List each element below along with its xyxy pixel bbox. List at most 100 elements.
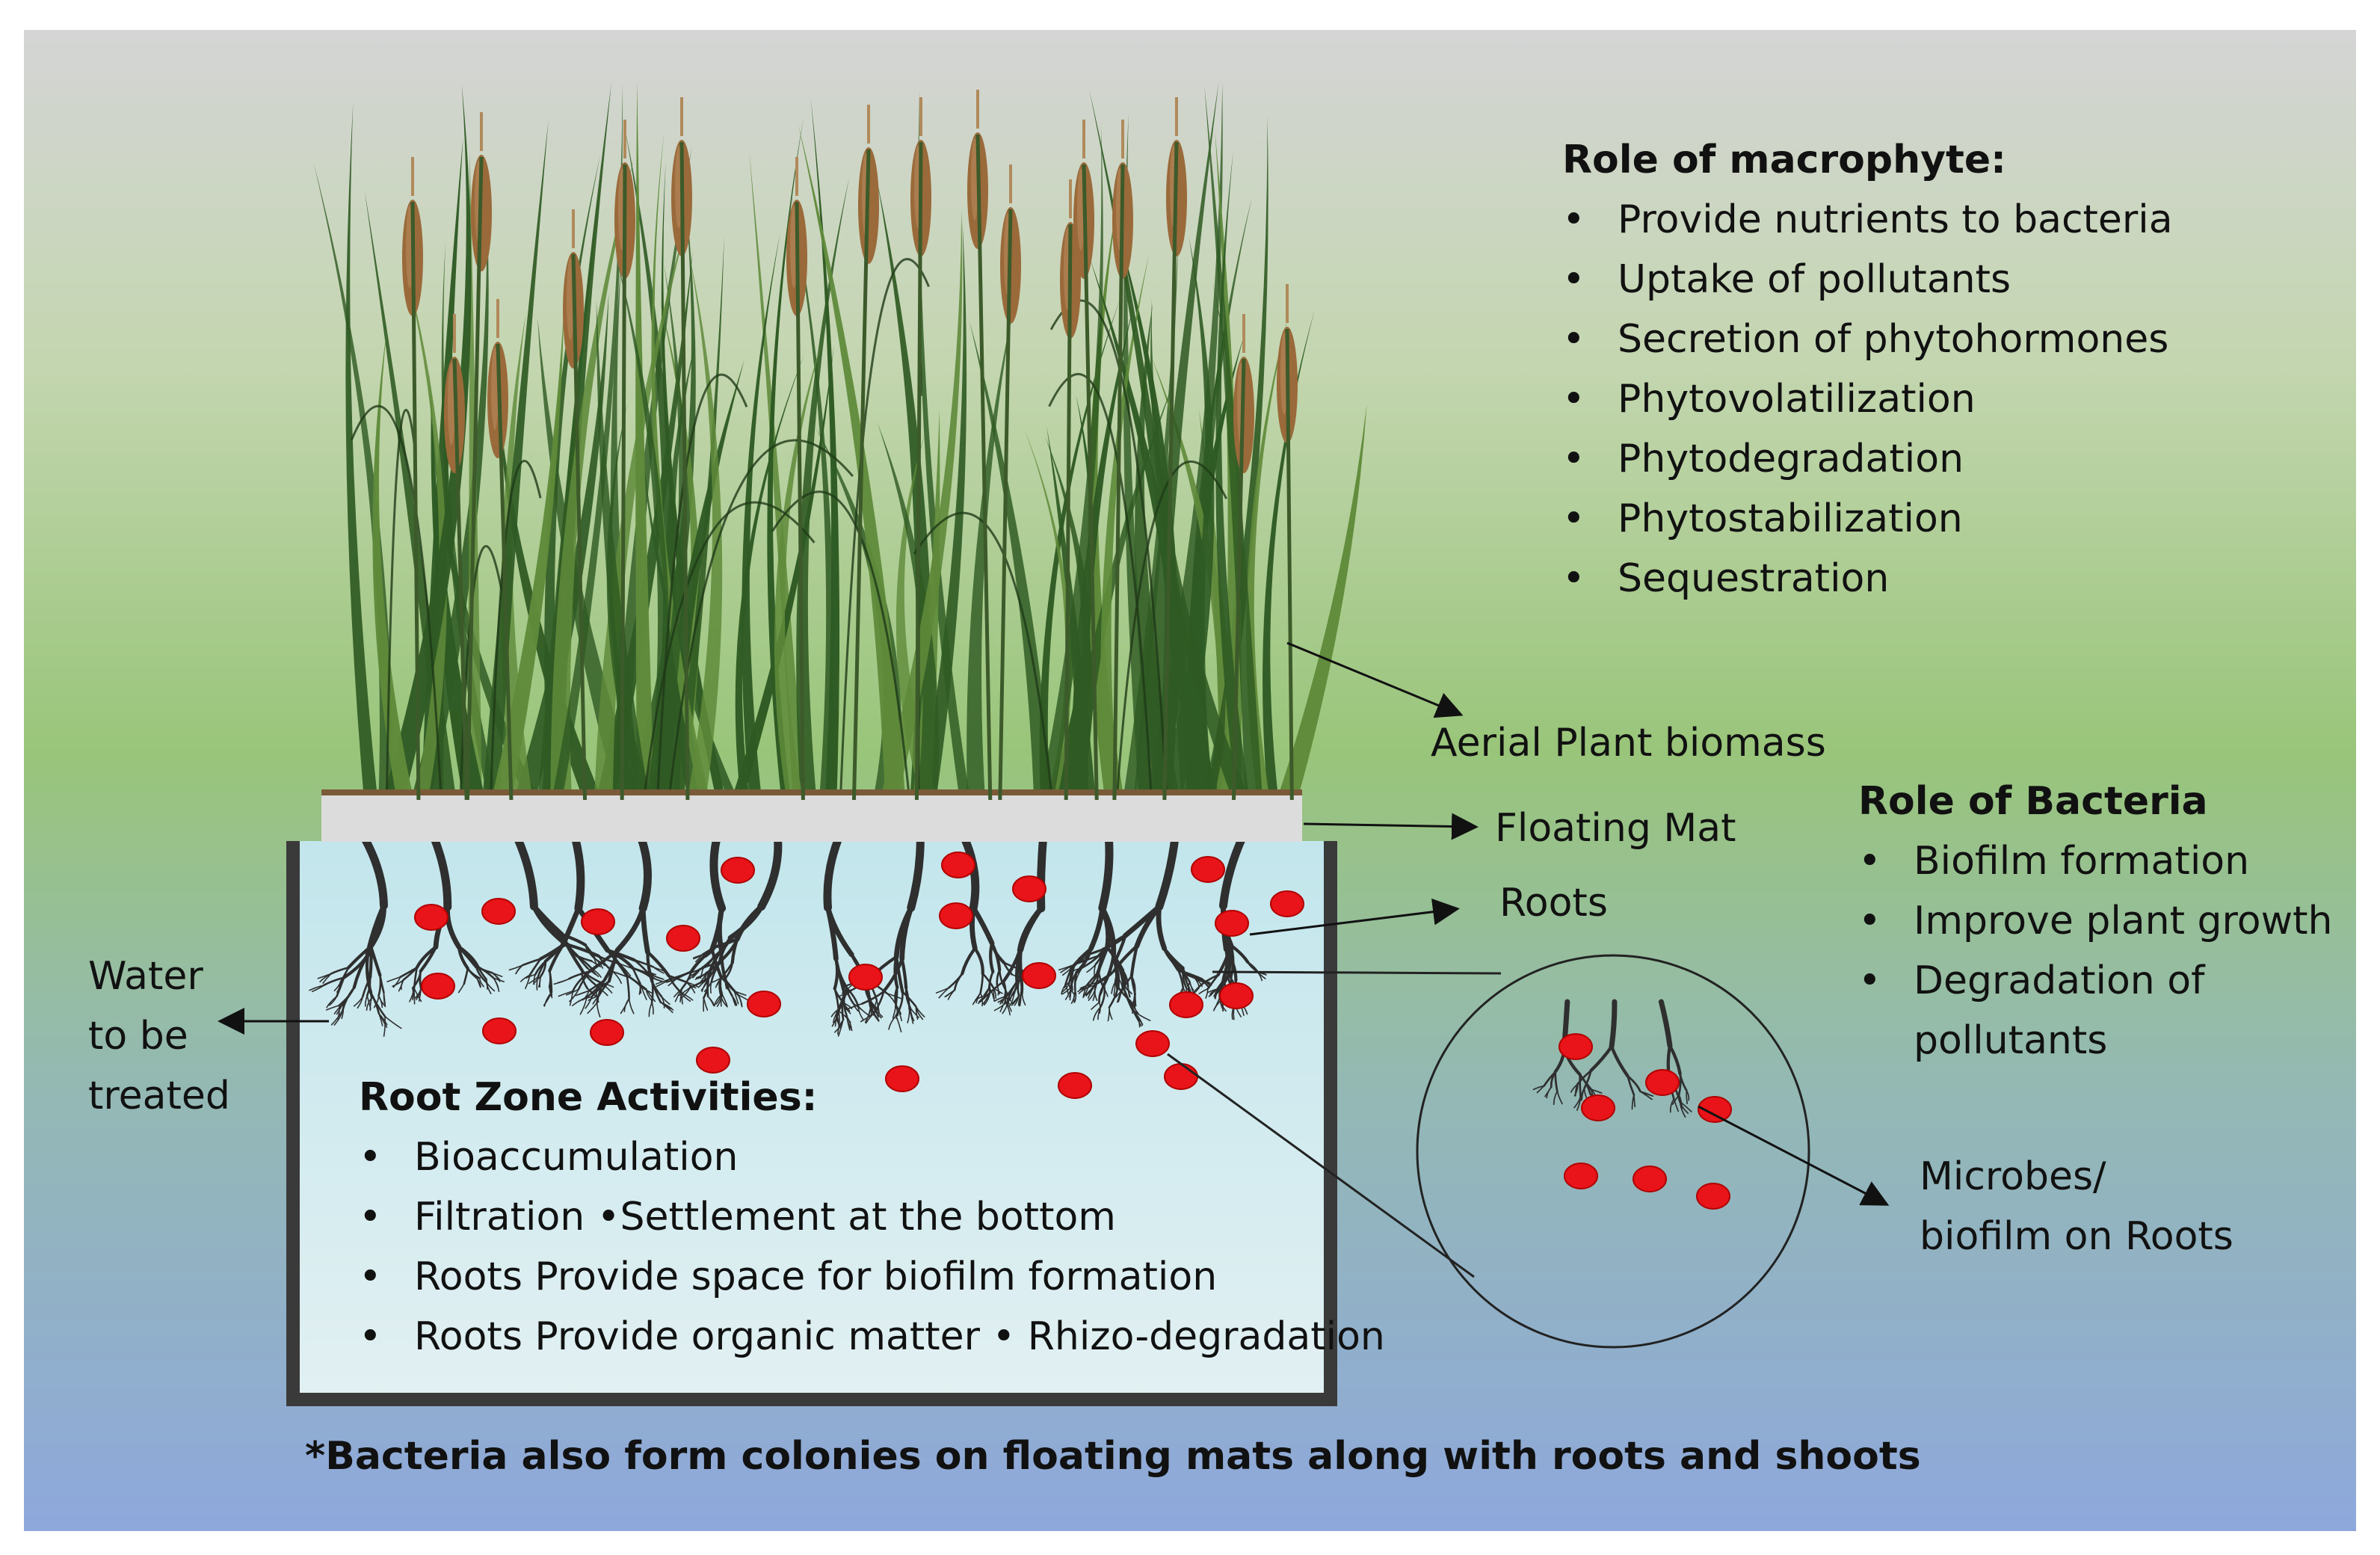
root-branch bbox=[538, 976, 541, 988]
arrow-floating-mat bbox=[1303, 813, 1479, 840]
root-branch bbox=[392, 976, 401, 988]
macrophyte-item: Sequestration bbox=[1562, 549, 2173, 609]
root-branch bbox=[400, 979, 404, 991]
root-branch bbox=[1098, 1002, 1101, 1014]
leaf-blade bbox=[687, 256, 723, 800]
root-branch bbox=[457, 983, 465, 994]
root-branch bbox=[558, 990, 574, 997]
root-branch bbox=[596, 1002, 601, 1018]
macrophyte-list: Provide nutrients to bacteria Uptake of … bbox=[1562, 190, 2173, 609]
root-branch bbox=[532, 976, 541, 985]
root-branch bbox=[1556, 1090, 1563, 1105]
root-branch bbox=[1198, 978, 1211, 984]
microbe-dot bbox=[1058, 1072, 1092, 1099]
root-branch bbox=[1576, 1096, 1582, 1111]
root-branch bbox=[598, 980, 611, 997]
cattail-stem bbox=[795, 201, 805, 801]
cattail-stem bbox=[452, 358, 469, 801]
root-branch bbox=[944, 989, 955, 998]
root-branch bbox=[1099, 986, 1104, 997]
root-branch bbox=[843, 1002, 851, 1014]
root-branch bbox=[973, 946, 984, 976]
drooping-leaf bbox=[642, 501, 816, 801]
root-branch bbox=[651, 981, 663, 998]
leaf-blade bbox=[798, 124, 906, 800]
root-branch bbox=[1123, 987, 1134, 1011]
floating-mat-label: Floating Mat bbox=[1495, 806, 1736, 851]
bacteria-section: Role of Bacteria Biofilm formation Impro… bbox=[1858, 772, 2332, 1071]
root-branch bbox=[841, 988, 854, 994]
root-branch bbox=[1061, 984, 1067, 995]
root-zone-item: Roots Provide space for biofilm formatio… bbox=[359, 1247, 1385, 1307]
root-branch bbox=[525, 973, 536, 979]
root-branch bbox=[336, 976, 345, 998]
arrow-microbes bbox=[1698, 1105, 1890, 1206]
macrophyte-item: Secretion of phytohormones bbox=[1562, 310, 2173, 369]
leaf-blade bbox=[1070, 304, 1134, 800]
root-branch bbox=[996, 968, 1001, 986]
root-branch bbox=[1092, 1006, 1102, 1021]
root-branch bbox=[981, 972, 995, 989]
root-branch bbox=[416, 988, 422, 1000]
root-branch bbox=[476, 965, 487, 981]
root-zone-section: Root Zone Activities: Bioaccumulation Fi… bbox=[359, 1068, 1385, 1367]
leaf-blade bbox=[1123, 112, 1154, 800]
cattail-stem bbox=[998, 209, 1013, 801]
cattail-stem bbox=[914, 141, 923, 801]
root-branch bbox=[1060, 963, 1076, 973]
macrophyte-section: Role of macrophyte: Provide nutrients to… bbox=[1562, 130, 2173, 609]
root-branch bbox=[645, 988, 653, 1002]
root-branch bbox=[585, 996, 593, 1009]
microbes-label-line: biofilm on Roots bbox=[1920, 1214, 2233, 1259]
root-branch bbox=[520, 974, 531, 982]
root-branch bbox=[848, 1003, 863, 1009]
root-branch bbox=[979, 972, 984, 994]
root-branch bbox=[838, 1010, 851, 1023]
root-branch bbox=[709, 833, 727, 913]
microbe-dot bbox=[941, 852, 975, 878]
leaf-blade bbox=[1134, 302, 1181, 800]
root-branch bbox=[997, 995, 1008, 1003]
root-branch bbox=[1570, 1083, 1579, 1093]
drooping-leaf bbox=[839, 258, 930, 801]
root-branch bbox=[445, 904, 462, 949]
root-branch bbox=[1019, 948, 1023, 978]
root-branch bbox=[521, 958, 542, 967]
bacteria-list: Biofilm formation Improve plant growth D… bbox=[1858, 831, 2332, 1011]
leaf-blade bbox=[1100, 253, 1150, 801]
root-branch bbox=[894, 986, 898, 1009]
root-branch bbox=[1199, 974, 1219, 987]
root-branch bbox=[907, 833, 925, 912]
root-branch bbox=[457, 945, 480, 968]
root-branch bbox=[640, 905, 650, 955]
root-branch bbox=[569, 988, 579, 1003]
root-branch bbox=[987, 970, 994, 989]
leaf-blade bbox=[735, 351, 806, 800]
inset-microbe-dot bbox=[1559, 1033, 1593, 1060]
zoom-circle bbox=[1416, 954, 1810, 1349]
root-branch bbox=[974, 994, 989, 1001]
microbe-dot bbox=[1270, 890, 1304, 917]
bacteria-item: Biofilm formation bbox=[1858, 831, 2332, 891]
root-branch bbox=[1579, 1073, 1582, 1098]
root-branch bbox=[587, 1002, 598, 1014]
root-branch bbox=[705, 962, 721, 975]
root-branch bbox=[646, 950, 670, 977]
root-branch bbox=[623, 997, 630, 1012]
leaf-blade bbox=[594, 203, 692, 800]
water-label: Water to be treated bbox=[88, 946, 230, 1126]
inset-microbe-dot bbox=[1698, 1096, 1732, 1123]
root-branch bbox=[1005, 980, 1018, 997]
inset-roots bbox=[1532, 999, 1692, 1118]
leaf-blade bbox=[1215, 151, 1250, 800]
root-branch bbox=[666, 978, 677, 983]
cattail-stem bbox=[1232, 358, 1246, 801]
root-branch bbox=[419, 945, 438, 973]
root-branch bbox=[882, 957, 904, 993]
root-branch bbox=[493, 977, 499, 989]
root-branch bbox=[365, 902, 386, 957]
root-branch bbox=[999, 1000, 1006, 1012]
root-branch bbox=[834, 957, 848, 989]
floating-mat-top bbox=[321, 789, 1302, 795]
root-branch bbox=[861, 990, 885, 1005]
